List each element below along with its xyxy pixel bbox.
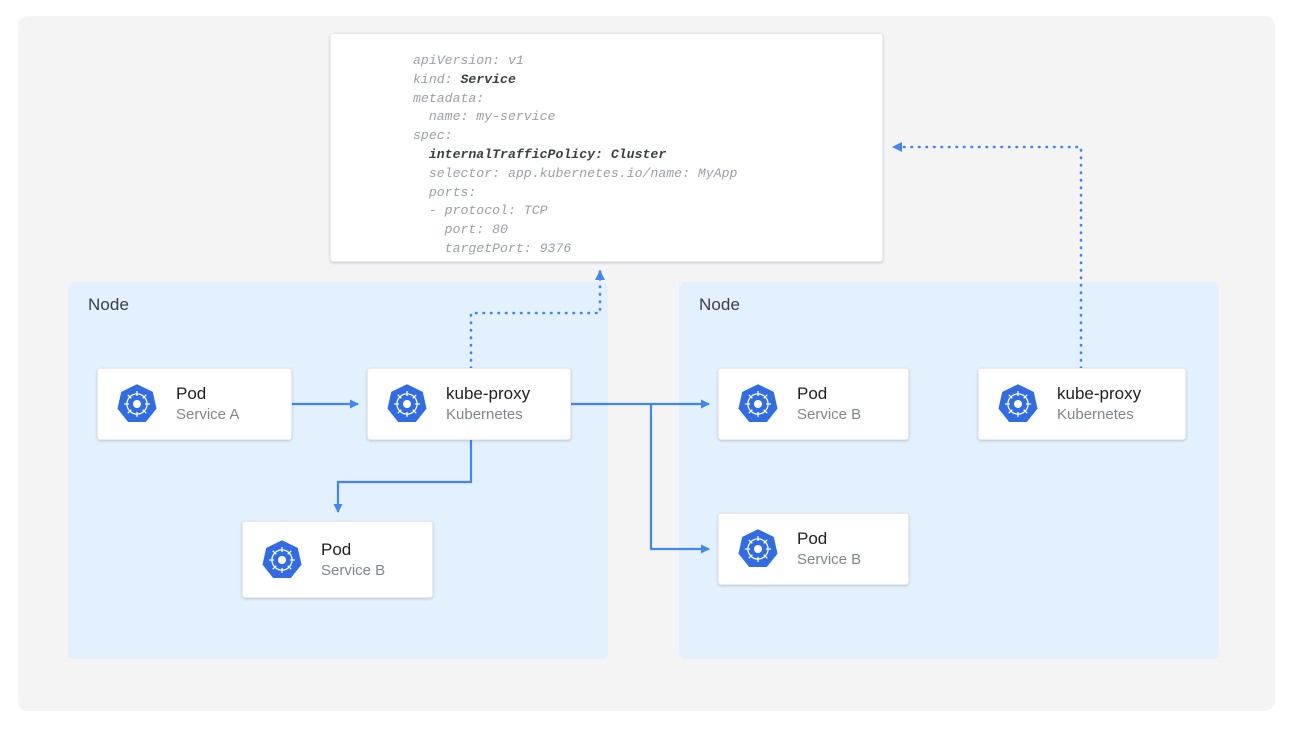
- pod-title: Pod: [321, 539, 352, 559]
- kube-proxy-subtitle: Kubernetes: [446, 406, 523, 424]
- pod-box-service-a[interactable]: Pod Service A: [97, 368, 292, 440]
- kubernetes-icon: [737, 528, 779, 570]
- node-panel-left: Node: [68, 282, 608, 659]
- pod-box-service-b-local[interactable]: Pod Service B: [242, 521, 433, 598]
- node-panel-right: Node: [679, 282, 1219, 659]
- pod-box-text: Pod Service A: [176, 383, 239, 425]
- pod-box-text: Pod Service B: [797, 528, 861, 570]
- kube-proxy-box-text: kube-proxy Kubernetes: [1057, 383, 1141, 425]
- pod-box-service-b-remote-1[interactable]: Pod Service B: [718, 368, 909, 440]
- service-manifest-code: apiVersion: v1 kind: Service metadata: n…: [413, 53, 738, 256]
- pod-subtitle: Service B: [321, 561, 386, 579]
- pod-title: Pod: [176, 384, 207, 404]
- kubernetes-icon: [116, 383, 158, 425]
- kube-proxy-title: kube-proxy: [1057, 384, 1142, 404]
- pod-box-text: Pod Service B: [321, 539, 385, 581]
- pod-subtitle: Service B: [797, 406, 862, 424]
- kube-proxy-box-right[interactable]: kube-proxy Kubernetes: [978, 368, 1186, 440]
- service-manifest-card: apiVersion: v1 kind: Service metadata: n…: [330, 33, 883, 262]
- kubernetes-icon: [261, 539, 303, 581]
- node-label-right: Node: [699, 295, 741, 314]
- kube-proxy-box-left[interactable]: kube-proxy Kubernetes: [367, 368, 571, 440]
- kube-proxy-title: kube-proxy: [446, 384, 531, 404]
- pod-box-text: Pod Service B: [797, 383, 861, 425]
- pod-subtitle: Service A: [176, 406, 240, 424]
- kube-proxy-box-text: kube-proxy Kubernetes: [446, 383, 530, 425]
- kubernetes-icon: [386, 383, 428, 425]
- pod-box-service-b-remote-2[interactable]: Pod Service B: [718, 513, 909, 585]
- node-label-left: Node: [88, 295, 130, 314]
- kubernetes-icon: [737, 383, 779, 425]
- pod-title: Pod: [797, 529, 828, 549]
- kube-proxy-subtitle: Kubernetes: [1057, 406, 1134, 424]
- pod-title: Pod: [797, 384, 828, 404]
- pod-subtitle: Service B: [797, 551, 862, 569]
- kubernetes-icon: [997, 383, 1039, 425]
